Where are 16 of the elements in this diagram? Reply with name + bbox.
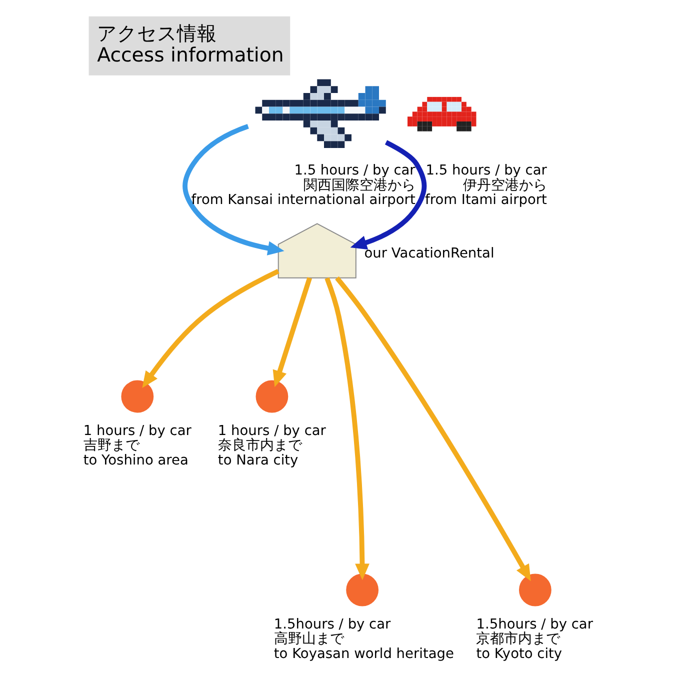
node-label: our VacationRental <box>364 246 494 262</box>
node-label: 京都市内まで <box>476 631 560 648</box>
node-label: 1 hours / by car <box>83 423 192 439</box>
node-label: 1.5hours / by car <box>476 616 594 632</box>
node-label: 吉野まで <box>83 438 140 454</box>
diagram-title: アクセス情報 Access information <box>97 22 284 67</box>
node-label: 1 hours / by car <box>218 423 326 439</box>
node-label: 奈良市内まで <box>218 438 302 454</box>
node-label: 1.5hours / by car <box>274 616 391 632</box>
edge-label: 1.5 hours / by car 関西国際空港から from Kansai international airport <box>191 162 416 208</box>
edge-label: 1.5 hours / by car 伊丹空港から from Itami airport <box>425 162 547 208</box>
node-label: to Nara city <box>218 452 298 468</box>
node-label: to Yoshino area <box>83 452 188 468</box>
node-label: to Koyasan world heritage <box>274 646 454 662</box>
node-label: to Kyoto city <box>476 646 562 662</box>
node-label: 高野山まで <box>274 631 344 648</box>
